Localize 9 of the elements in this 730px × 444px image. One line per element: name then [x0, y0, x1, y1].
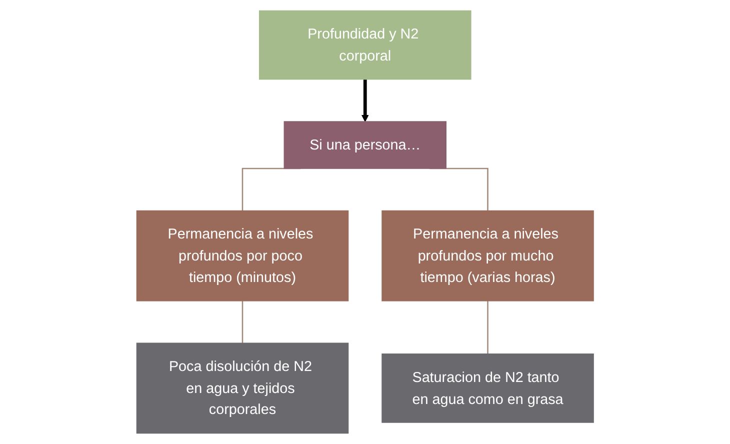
node-box: Permanencia a niveles profundos por poco tiempo (minutos)	[136, 210, 348, 302]
node-box: Profundidad y N2 corporal	[258, 10, 472, 80]
arrow	[361, 78, 369, 122]
node-box: Poca disolución de N2 en agua y tejidos corporales	[136, 342, 348, 434]
connector	[487, 300, 488, 354]
node-box: Permanencia a niveles profundos por mucho tiempo (varias horas)	[382, 210, 594, 302]
connector	[242, 300, 243, 344]
node-box: Saturacion de N2 tanto en agua como en grasa	[382, 354, 594, 423]
node-box: Si una persona…	[284, 121, 446, 169]
